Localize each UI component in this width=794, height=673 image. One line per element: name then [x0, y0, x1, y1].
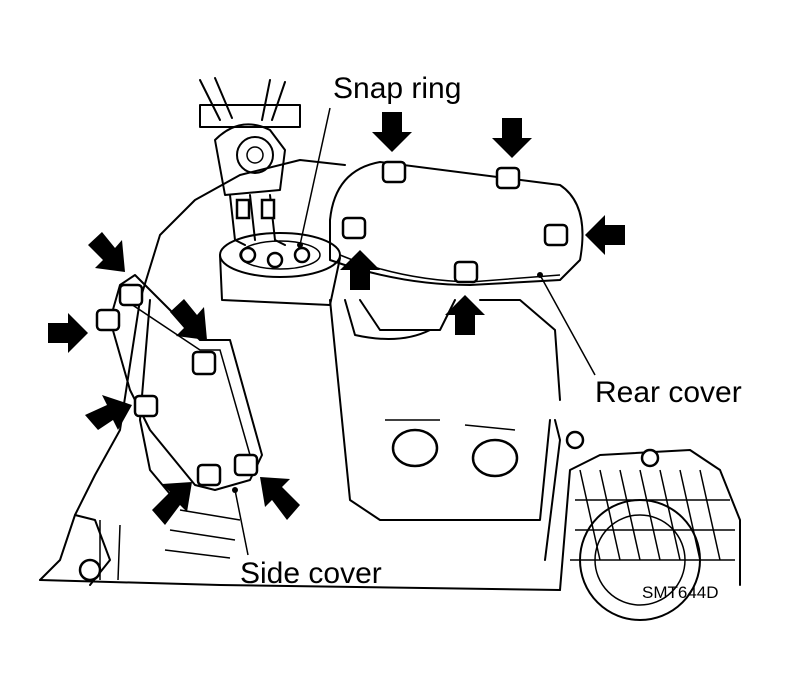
rear-cover-bolts: [341, 160, 569, 284]
arrow-down-icon: [492, 118, 532, 158]
arrow-up-icon: [445, 295, 485, 335]
rear-cover: [329, 160, 584, 340]
arrow-left-icon: [585, 215, 625, 255]
transmission-case: [39, 159, 741, 621]
arrow-down-icon: [372, 112, 412, 152]
side-cover-label: Side cover: [240, 557, 382, 590]
arrow-down-right-icon: [88, 232, 125, 272]
figure-code: SMT644D: [642, 583, 719, 602]
arrow-right-icon: [48, 313, 88, 353]
side-cover-bolts: [95, 283, 259, 487]
leader-lines: [232, 107, 596, 556]
side-cover: [95, 274, 263, 491]
snap-ring-pliers: [199, 77, 301, 246]
arrow-up-right-icon: [152, 482, 192, 525]
arrow-right-icon: [85, 395, 132, 430]
bolt-arrows: [48, 112, 625, 525]
snap-ring-label: Snap ring: [333, 72, 461, 105]
arrow-up-icon: [340, 250, 380, 290]
snap-ring-housing: [219, 232, 341, 306]
rear-cover-label: Rear cover: [595, 376, 742, 409]
arrow-down-right-icon: [170, 299, 207, 340]
arrow-up-left-icon: [260, 477, 300, 520]
